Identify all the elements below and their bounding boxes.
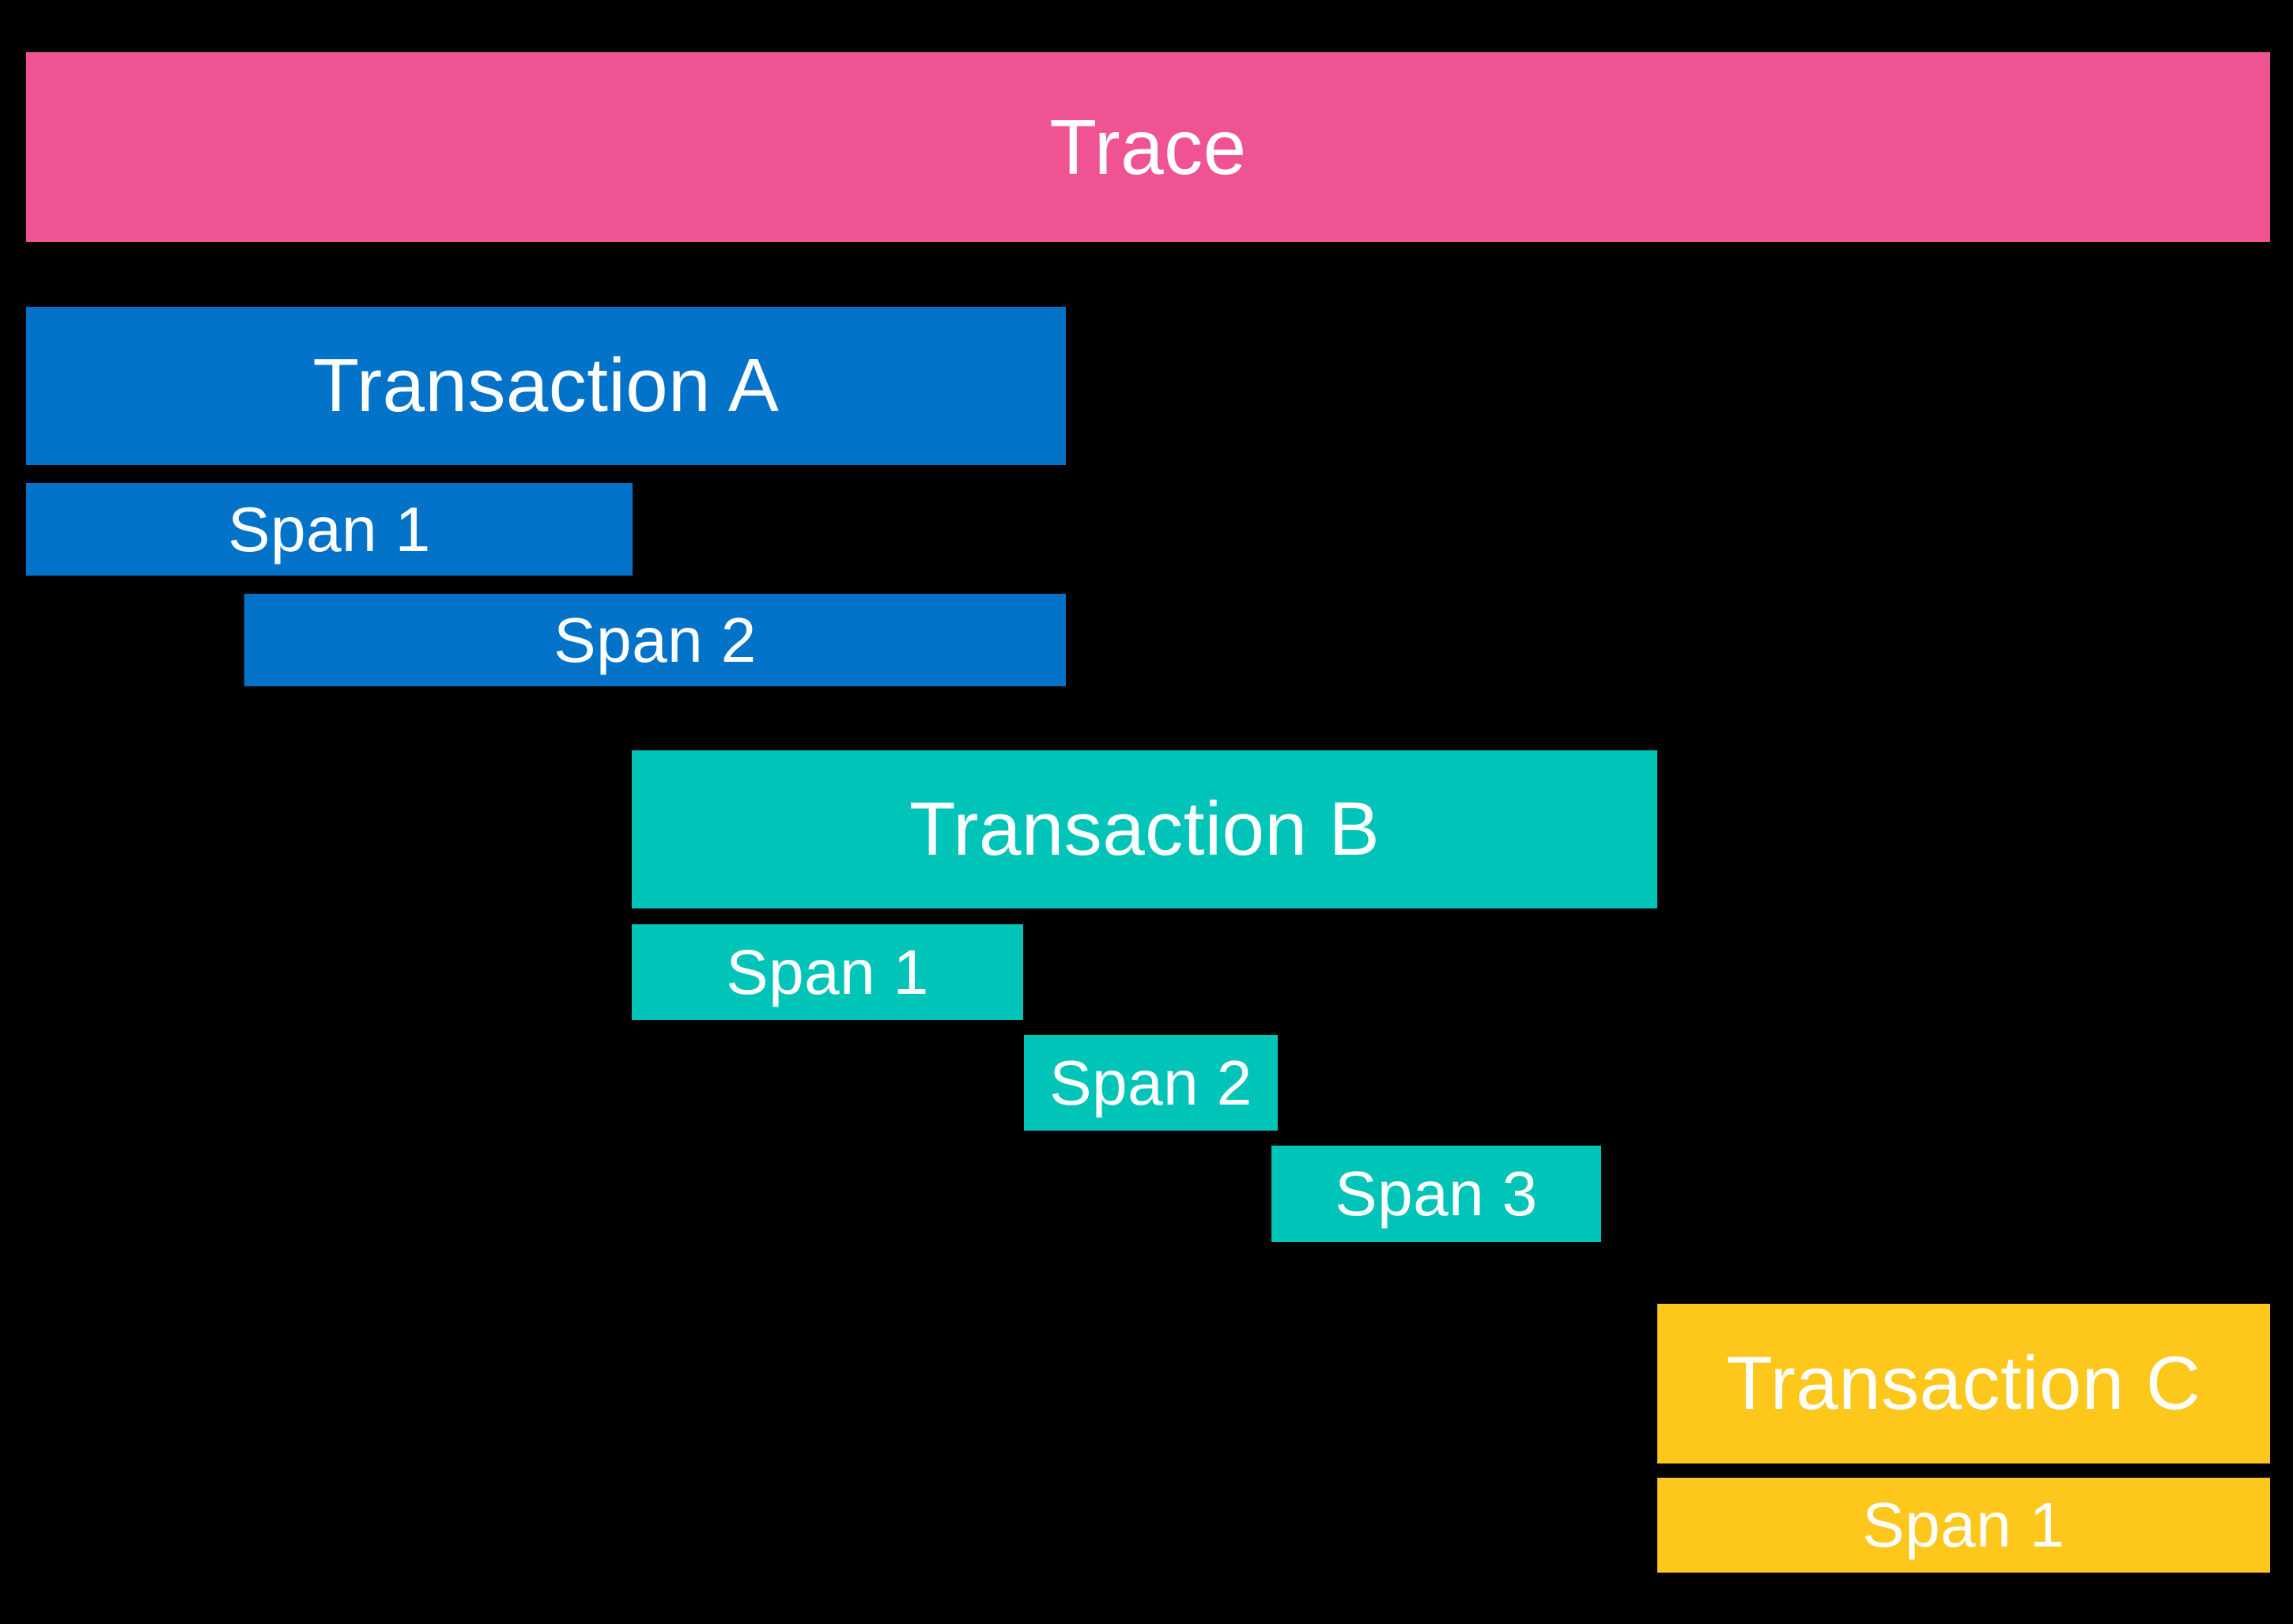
transaction-a-span-2-label: Span 2 <box>553 604 757 675</box>
transaction-b-span-3-label: Span 3 <box>1335 1158 1538 1229</box>
transaction-a-bar: Transaction A <box>26 307 1066 465</box>
transaction-c-label: Transaction C <box>1726 1341 2201 1426</box>
transaction-b-span-3-bar: Span 3 <box>1271 1146 1601 1242</box>
transaction-b-span-2-label: Span 2 <box>1049 1047 1252 1118</box>
transaction-b-bar: Transaction B <box>632 750 1657 908</box>
transaction-c-span-1-label: Span 1 <box>1862 1490 2065 1560</box>
trace-bar: Trace <box>26 52 2270 242</box>
transaction-b-span-1-bar: Span 1 <box>632 924 1023 1020</box>
transaction-a-span-2-bar: Span 2 <box>244 594 1066 686</box>
transaction-a-label: Transaction A <box>312 343 780 428</box>
transaction-b-span-1-label: Span 1 <box>726 936 929 1007</box>
transaction-a-span-1-bar: Span 1 <box>26 483 633 576</box>
transaction-a-span-1-label: Span 1 <box>228 493 431 565</box>
transaction-c-span-1-bar: Span 1 <box>1657 1478 2270 1573</box>
transaction-b-span-2-bar: Span 2 <box>1024 1035 1278 1131</box>
transaction-c-bar: Transaction C <box>1657 1304 2270 1463</box>
trace-bar-label: Trace <box>1049 104 1247 191</box>
transaction-b-label: Transaction B <box>909 787 1381 871</box>
